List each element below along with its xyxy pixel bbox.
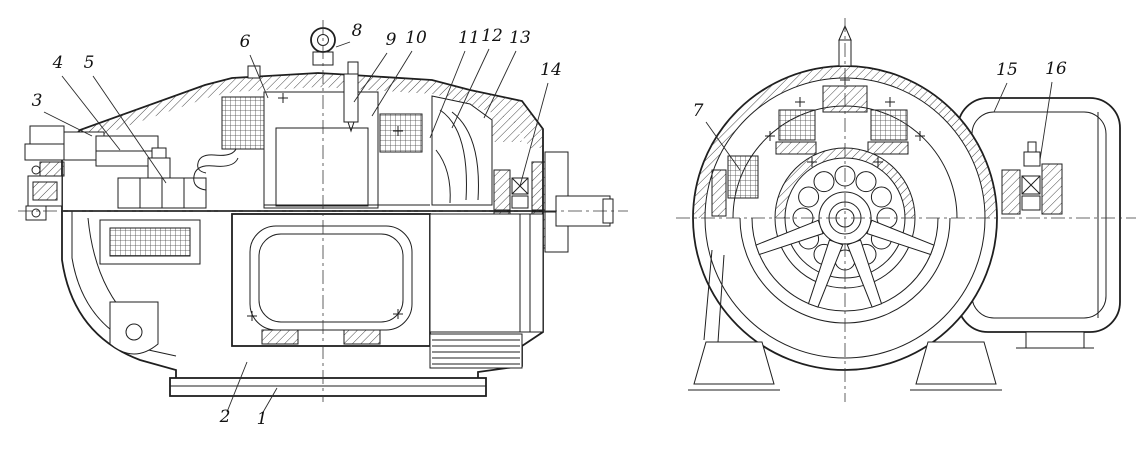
pole-shoe-left (775, 141, 817, 155)
callout-13: 13 (509, 28, 531, 48)
coil-right (870, 109, 908, 141)
coil-side-left (727, 155, 759, 199)
field-coil-left (221, 96, 265, 150)
transverse-section-view (676, 18, 1136, 402)
fan (431, 95, 493, 206)
callout-8: 8 (352, 21, 363, 41)
longitudinal-section-view (18, 20, 628, 402)
suspension-lug (109, 301, 159, 355)
field-coil-right (379, 113, 423, 153)
callout-15: 15 (996, 60, 1018, 80)
ribbed-end-block (429, 213, 544, 369)
callout-3: 3 (32, 91, 43, 111)
lower-field-coil (109, 227, 191, 257)
end-housing (957, 97, 1121, 349)
callout-11: 11 (458, 28, 480, 48)
center-marks (247, 93, 403, 321)
bearing-cap-bolt (1023, 151, 1041, 167)
callout-9: 9 (386, 30, 397, 50)
armature-core (275, 127, 369, 207)
mounting-feet (688, 341, 1002, 391)
coil-left (778, 109, 816, 141)
frame-section-near-fan (492, 112, 522, 142)
shaft (555, 195, 614, 227)
motor-frame-lower-left (61, 211, 177, 378)
callout-16: 16 (1045, 59, 1067, 79)
winding-end-loops (193, 157, 239, 191)
callout-12: 12 (481, 26, 503, 46)
callout-14: 14 (540, 60, 562, 80)
base-plate (169, 377, 487, 397)
commutator (117, 147, 207, 209)
winding-end-loops-2 (197, 148, 237, 174)
callout-4: 4 (52, 53, 64, 73)
callout-10: 10 (405, 28, 427, 48)
callout-5: 5 (84, 53, 95, 73)
pole-side-left (711, 169, 727, 217)
frame-hatch-right-hood (432, 80, 543, 148)
frame-hatch-top (205, 73, 434, 97)
housing-bearing-unit (1001, 141, 1063, 215)
frame-hatch-left-slope (72, 85, 210, 143)
callout-1: 1 (257, 409, 268, 429)
pole-shoe-right (867, 141, 909, 155)
frame-bolt (247, 65, 261, 79)
callout-7: 7 (693, 101, 704, 121)
callout-2: 2 (219, 407, 231, 427)
callout-6: 6 (240, 32, 251, 52)
callouts: 1 2 3 4 5 6 7 8 9 10 11 12 13 14 15 16 (32, 21, 1067, 429)
frame-window (231, 213, 431, 347)
pole-bolt-slot (343, 73, 359, 123)
